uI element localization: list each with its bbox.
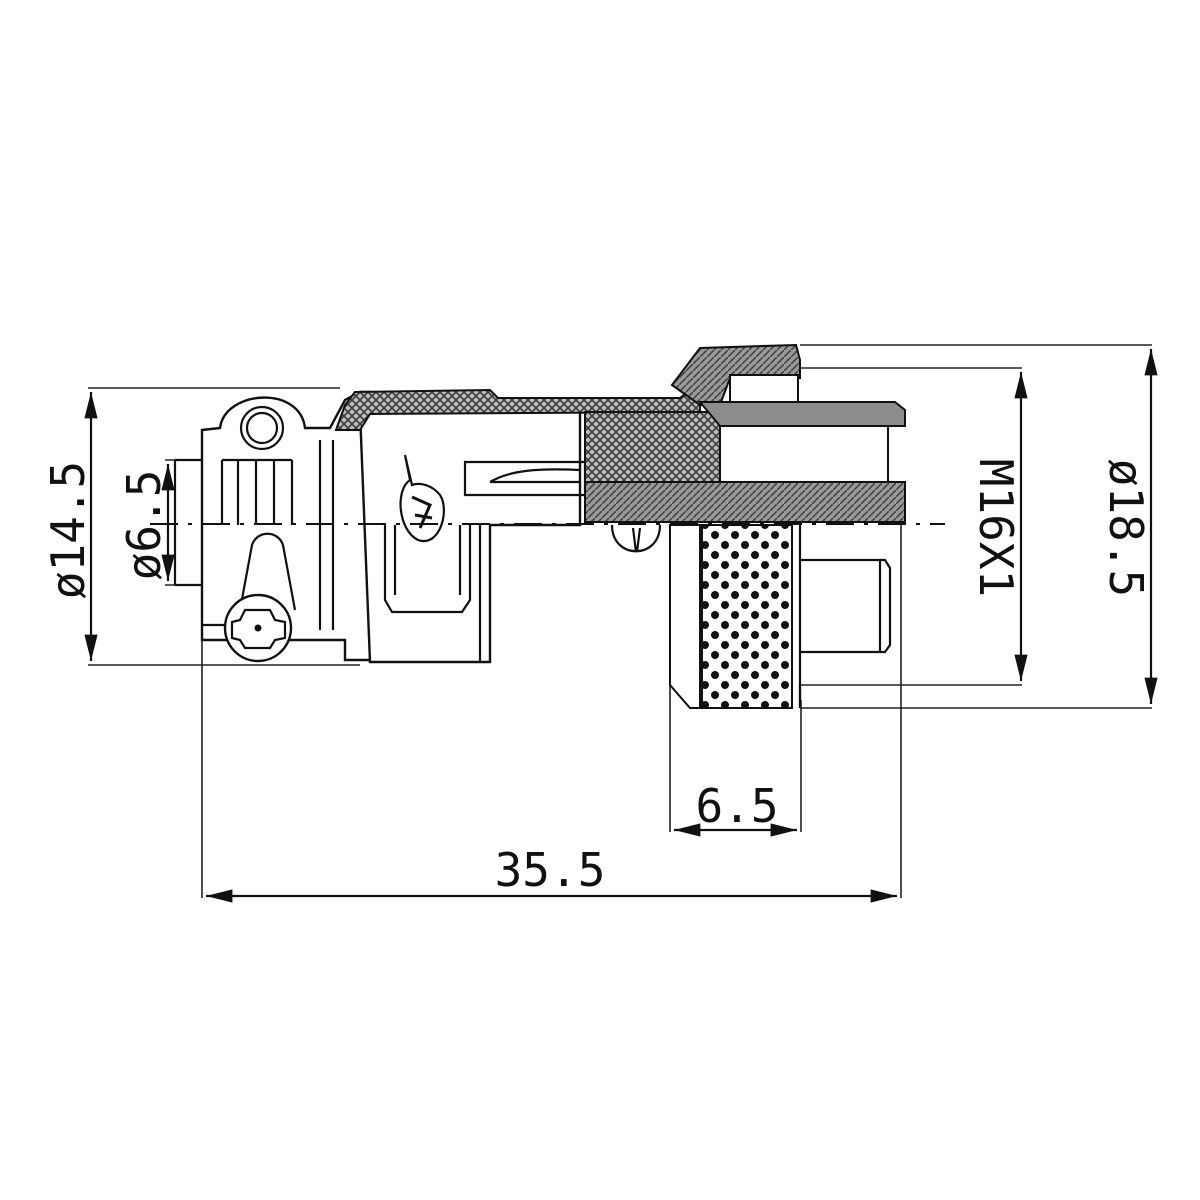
clamp-ribs [220,440,335,630]
dim-thread: M16X1 [969,459,1023,597]
dim-nut-width: 6.5 [695,779,778,833]
dim-inner-diameter-left: ø6.5 [117,470,171,581]
dimension-lines [84,344,1158,903]
dim-overall-length: 35.5 [495,843,606,897]
dimension-labels: ø14.5 ø6.5 M16X1 ø18.5 6.5 35.5 [41,459,1153,897]
connector-body [173,343,906,709]
dim-outer-diameter-left: ø14.5 [41,461,95,599]
dim-outer-diameter-right: ø18.5 [1099,459,1153,597]
